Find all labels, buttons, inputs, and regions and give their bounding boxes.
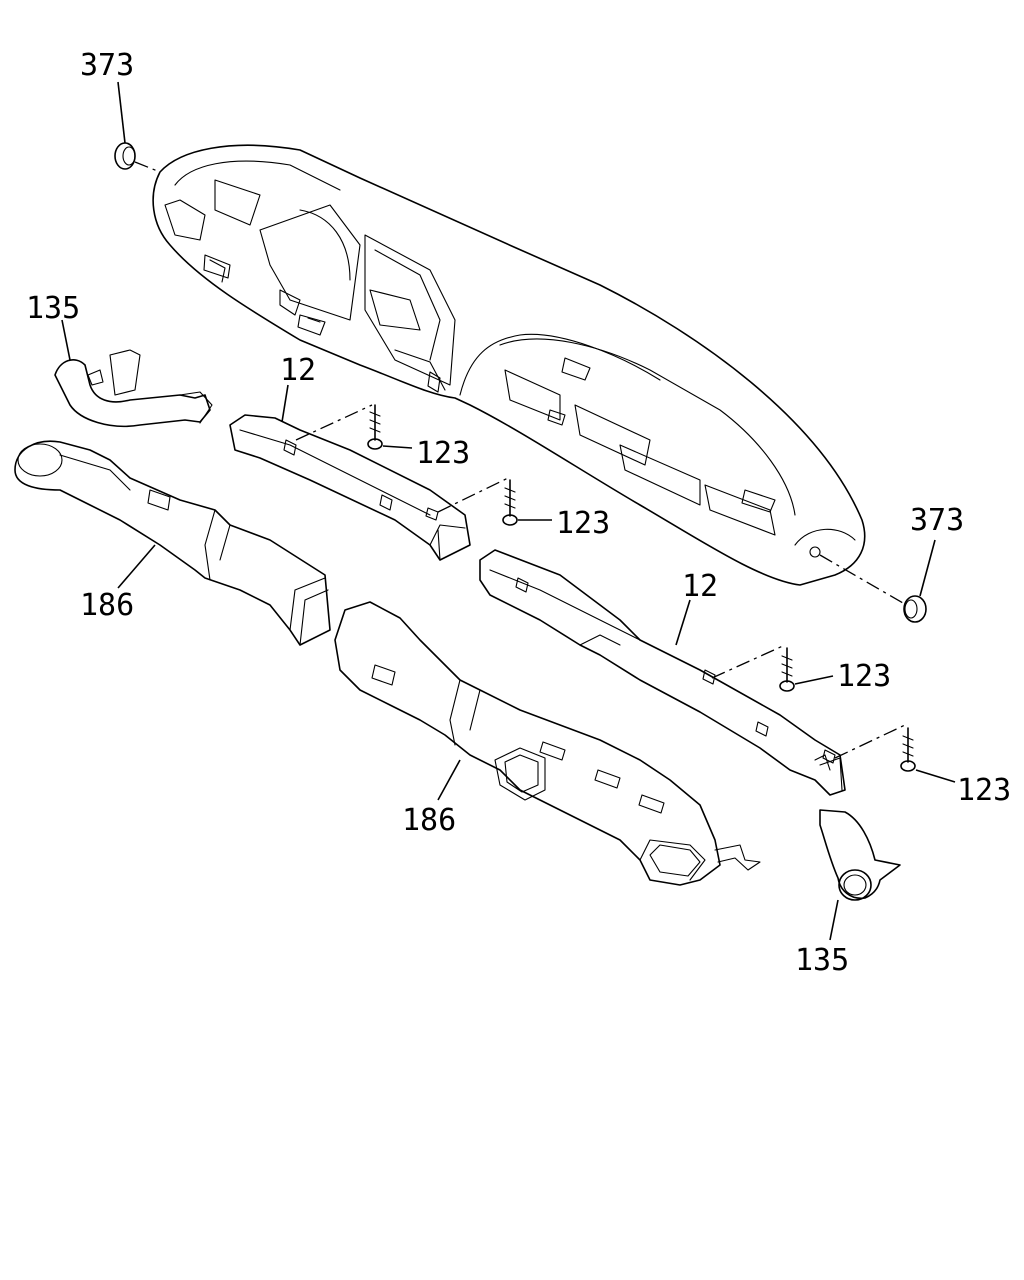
label-123-4: 123 — [957, 773, 1011, 808]
label-12-upper-left: 12 — [280, 353, 316, 388]
screw-123-4 — [834, 724, 956, 783]
label-123-2: 123 — [556, 506, 610, 541]
duct-12-lower-right — [479, 549, 846, 796]
duct-186-upper-left — [14, 440, 331, 646]
label-373-right: 373 — [910, 503, 964, 538]
label-186-lower: 186 — [402, 803, 456, 838]
cap-373-right — [819, 539, 936, 623]
hose-135-right — [819, 809, 901, 941]
cap-373-top-left — [114, 81, 161, 173]
label-12-lower-right: 12 — [682, 569, 718, 604]
duct-12-upper-left — [229, 384, 471, 561]
label-135-left: 135 — [26, 291, 80, 326]
label-186-upper-left: 186 — [80, 588, 134, 623]
label-123-3: 123 — [837, 659, 891, 694]
label-135-right: 135 — [795, 943, 849, 978]
screw-123-2 — [437, 477, 552, 526]
duct-186-lower — [334, 601, 761, 886]
label-373-top-left: 373 — [80, 48, 134, 83]
hose-135-left — [54, 319, 213, 428]
screw-123-1 — [295, 404, 413, 450]
part-labels: 373 373 135 135 12 12 123 123 123 123 18… — [26, 48, 1011, 978]
screw-123-3 — [711, 644, 834, 692]
instrument-panel — [152, 144, 866, 586]
label-123-1: 123 — [416, 436, 470, 471]
